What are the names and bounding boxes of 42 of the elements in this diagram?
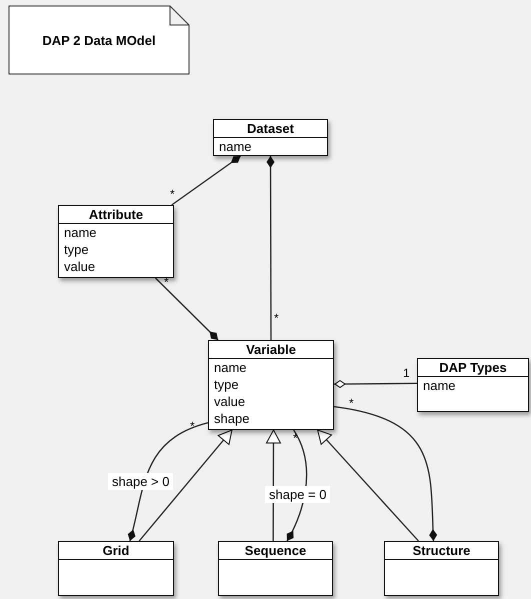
class-name: Dataset bbox=[214, 120, 327, 138]
class-box bbox=[213, 119, 328, 156]
multiplicity-label: 1 bbox=[403, 367, 410, 379]
multiplicity-label: * bbox=[293, 432, 298, 444]
class-box bbox=[218, 541, 333, 596]
class-box bbox=[58, 541, 174, 596]
class-name: Structure bbox=[385, 542, 498, 560]
class-name: Sequence bbox=[219, 542, 332, 560]
attribute-name: type bbox=[63, 241, 90, 258]
multiplicity-label: * bbox=[190, 420, 195, 432]
edge-label: shape > 0 bbox=[108, 473, 174, 490]
attribute-name: shape bbox=[213, 410, 250, 427]
attribute-name: value bbox=[63, 258, 96, 275]
attribute-name: name bbox=[218, 138, 253, 155]
attribute-name: name bbox=[63, 224, 98, 241]
class-name: Grid bbox=[59, 542, 173, 560]
class-name: Variable bbox=[209, 341, 333, 359]
note-text: DAP 2 Data MOdel bbox=[41, 33, 157, 48]
note-shape bbox=[8, 5, 190, 75]
class-name: DAP Types bbox=[418, 359, 528, 377]
composition-line bbox=[128, 422, 208, 542]
aggregation-line bbox=[334, 380, 417, 388]
class-box bbox=[208, 340, 334, 430]
class-box bbox=[58, 205, 174, 278]
generalization-arrow bbox=[317, 430, 419, 542]
attribute-name: name bbox=[213, 359, 248, 376]
class-name: Attribute bbox=[59, 206, 173, 224]
multiplicity-label: * bbox=[164, 276, 169, 288]
composition-line bbox=[171, 155, 241, 206]
generalization-arrow bbox=[138, 430, 232, 542]
class-box bbox=[417, 358, 529, 412]
edge-label: shape = 0 bbox=[265, 486, 330, 503]
multiplicity-label: * bbox=[349, 397, 354, 409]
multiplicity-label: * bbox=[274, 312, 279, 324]
composition-line bbox=[266, 156, 275, 340]
attribute-name: value bbox=[213, 393, 246, 410]
attribute-name: type bbox=[213, 376, 240, 393]
composition-line bbox=[334, 406, 438, 542]
attribute-name: name bbox=[422, 377, 457, 394]
composition-line bbox=[154, 278, 219, 340]
class-box bbox=[384, 541, 499, 596]
multiplicity-label: * bbox=[170, 188, 175, 200]
